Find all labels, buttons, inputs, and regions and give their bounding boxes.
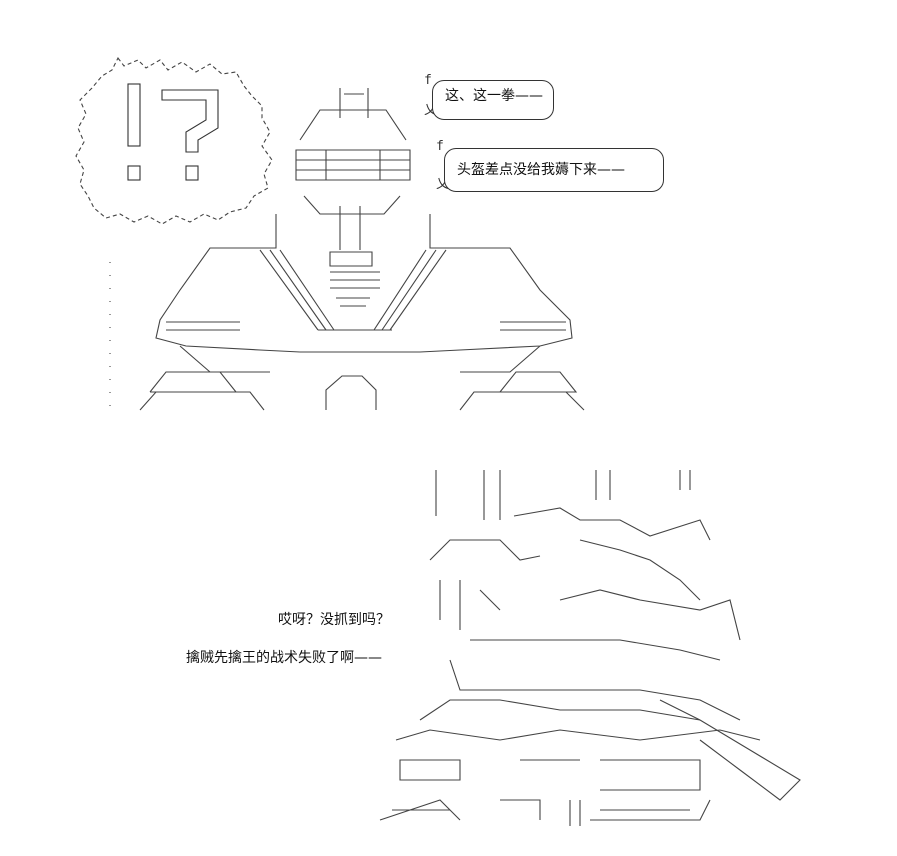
speech-text-2: 头盔差点没给我薅下来—— xyxy=(457,162,625,178)
speech-bubble-2: 头盔差点没给我薅下来—— xyxy=(444,148,664,192)
shout-burst-outline xyxy=(75,56,273,225)
exclamation-text: !? xyxy=(130,192,131,210)
bubble-tail: f xyxy=(424,73,432,88)
dialogue-line-2: 擒贼先擒王的战术失败了啊—— xyxy=(186,650,382,666)
speech-text-1: 这、这一拳—— xyxy=(445,88,543,104)
bubble-tail: f xyxy=(436,139,444,154)
grabbing-character xyxy=(379,470,801,826)
exclaim-question-glyph xyxy=(127,83,219,181)
dialogue-line-1: 哎呀？没抓到吗？ xyxy=(278,612,390,628)
speech-bubble-1: 这、这一拳—— xyxy=(432,80,554,120)
robot-head xyxy=(295,88,411,307)
robot-body xyxy=(139,214,585,411)
